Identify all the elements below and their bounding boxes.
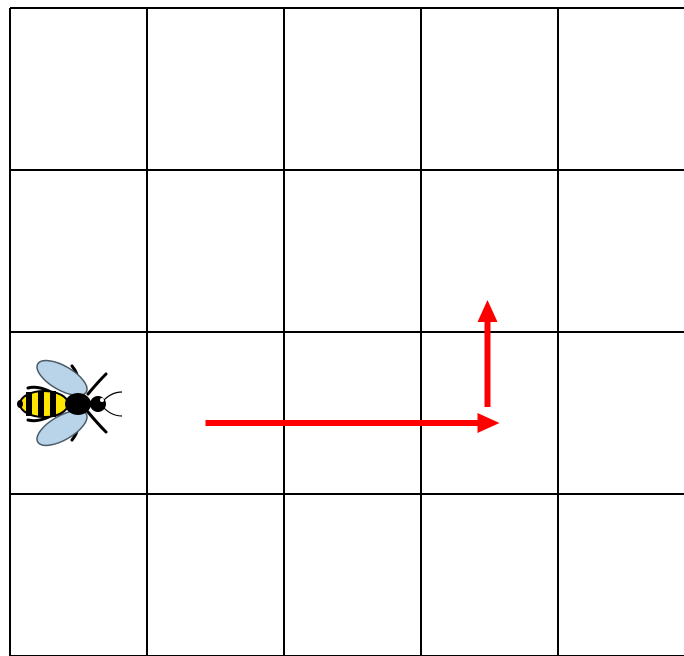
bee-thorax bbox=[65, 393, 91, 415]
bee-head bbox=[90, 396, 106, 412]
bee-eye bbox=[100, 398, 104, 402]
